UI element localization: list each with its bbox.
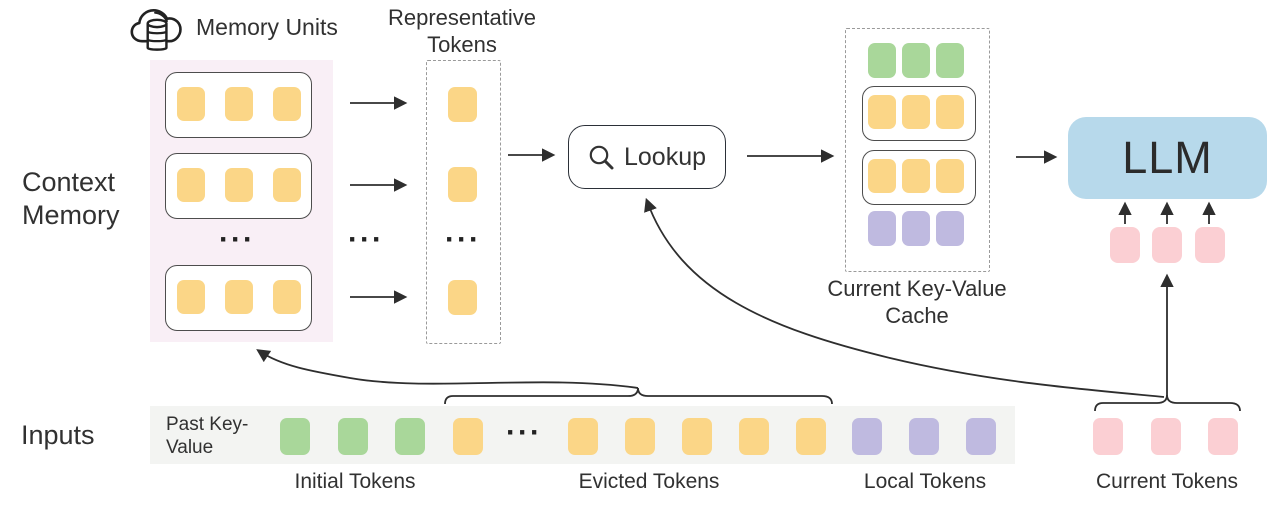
token xyxy=(1110,227,1140,263)
token xyxy=(902,211,930,246)
token xyxy=(682,418,712,455)
token xyxy=(448,280,477,315)
memory-units-label: Memory Units xyxy=(196,14,338,40)
token xyxy=(395,418,425,455)
token xyxy=(1151,418,1181,455)
token xyxy=(225,87,253,121)
brace-current-tokens xyxy=(1095,395,1240,411)
token xyxy=(1152,227,1182,263)
ellipsis-representative: ··· xyxy=(445,223,481,256)
token xyxy=(177,168,205,202)
token xyxy=(273,168,301,202)
context-memory-label: Context Memory xyxy=(22,167,120,230)
local-tokens-label: Local Tokens xyxy=(863,470,987,493)
token xyxy=(868,159,896,193)
lookup-label: Lookup xyxy=(623,142,707,171)
token xyxy=(448,167,477,202)
llm-label: LLM xyxy=(1122,132,1213,183)
past-kv-label: Past Key-Value xyxy=(166,414,249,459)
token xyxy=(739,418,769,455)
token xyxy=(909,418,939,455)
token xyxy=(625,418,655,455)
token xyxy=(273,280,301,314)
token xyxy=(936,95,964,129)
token xyxy=(936,211,964,246)
token xyxy=(1195,227,1225,263)
token xyxy=(453,418,483,455)
token xyxy=(936,43,964,78)
token xyxy=(796,418,826,455)
lookup-box: Lookup xyxy=(568,125,726,189)
cloud-database-icon xyxy=(129,2,187,63)
token xyxy=(966,418,996,455)
brace-evicted-tokens xyxy=(445,388,832,404)
token xyxy=(1208,418,1238,455)
token xyxy=(936,159,964,193)
token xyxy=(338,418,368,455)
current-kv-cache-label: Current Key-Value Cache xyxy=(827,276,1007,328)
token xyxy=(868,43,896,78)
ellipsis-between: ··· xyxy=(348,223,384,256)
token xyxy=(868,95,896,129)
token xyxy=(902,159,930,193)
llm-box: LLM xyxy=(1068,117,1267,199)
representative-tokens-label: Representative Tokens xyxy=(388,5,536,57)
token xyxy=(568,418,598,455)
token xyxy=(177,87,205,121)
initial-tokens-label: Initial Tokens xyxy=(294,470,416,493)
token xyxy=(852,418,882,455)
token xyxy=(868,211,896,246)
token xyxy=(273,87,301,121)
token xyxy=(225,168,253,202)
evicted-tokens-label: Evicted Tokens xyxy=(578,470,720,493)
search-icon xyxy=(588,144,615,171)
token xyxy=(448,87,477,122)
ellipsis-memory: ··· xyxy=(219,223,255,256)
token xyxy=(177,280,205,314)
token xyxy=(225,280,253,314)
token xyxy=(902,43,930,78)
current-tokens-label: Current Tokens xyxy=(1095,470,1239,493)
token xyxy=(902,95,930,129)
token xyxy=(1093,418,1123,455)
arrow-evicted-to-memory xyxy=(256,349,638,388)
ellipsis-strip: ··· xyxy=(506,416,542,449)
inputs-label: Inputs xyxy=(21,420,95,450)
token xyxy=(280,418,310,455)
